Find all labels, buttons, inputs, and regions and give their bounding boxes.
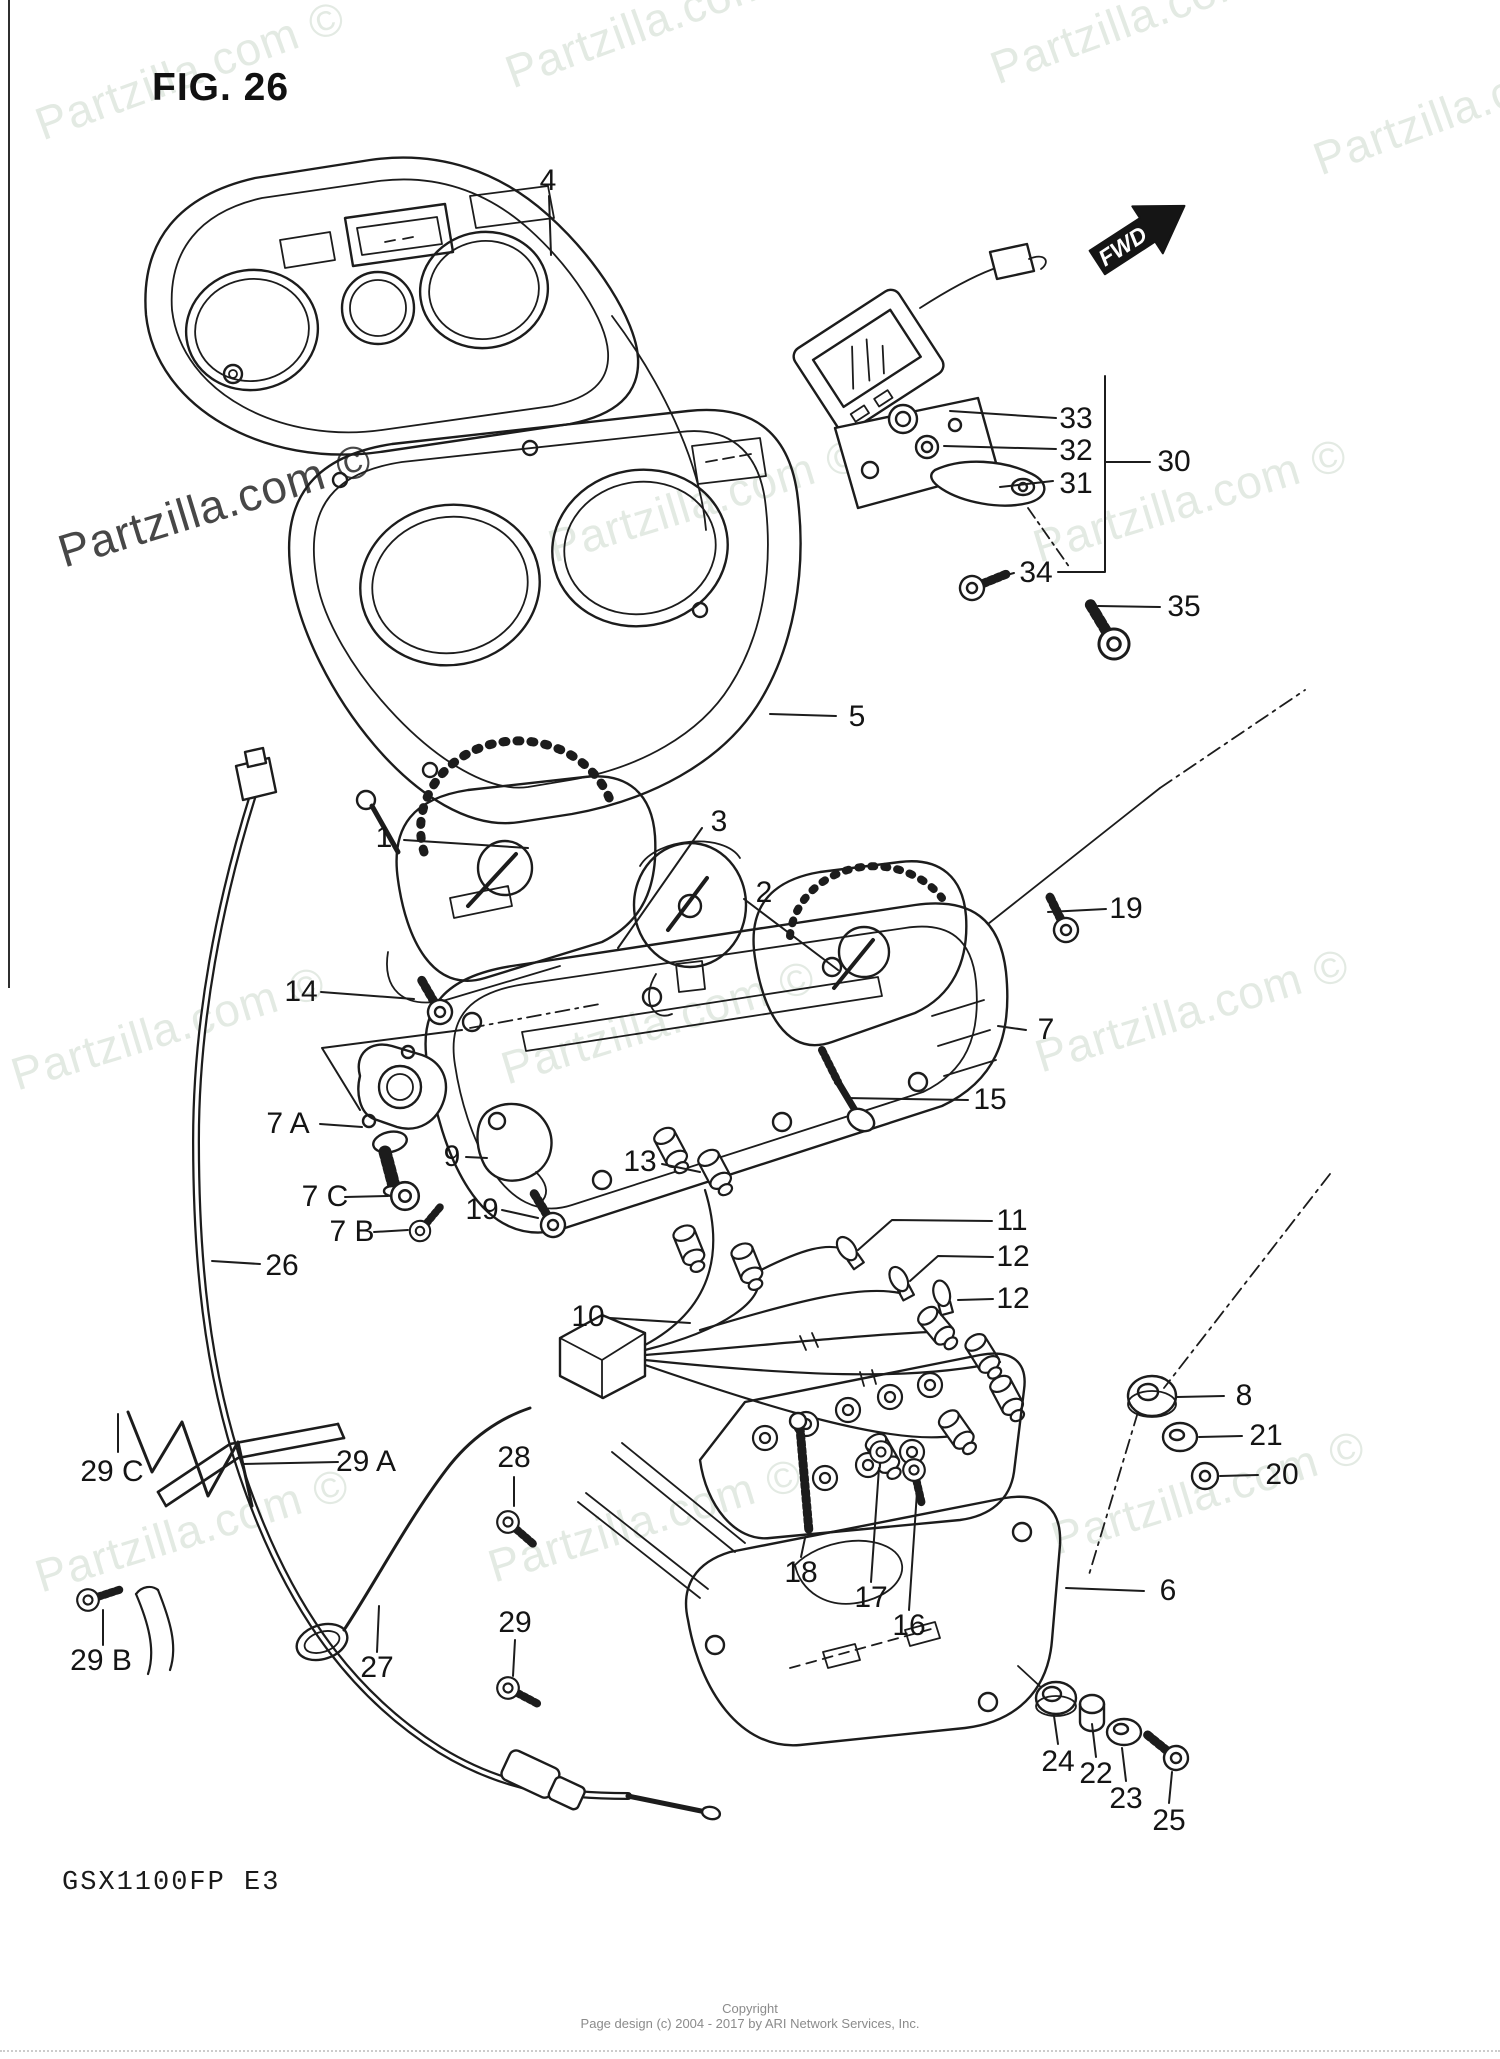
part-29a-band — [156, 1422, 346, 1508]
footer-design-credit: Page design (c) 2004 - 2017 by ARI Netwo… — [580, 2015, 920, 2031]
part-label-14[interactable]: 14 — [284, 975, 318, 1008]
bottom-divider — [0, 2050, 1500, 2052]
part-label-17[interactable]: 17 — [854, 1581, 888, 1614]
part-1-speedometer — [355, 736, 657, 1004]
part-6-bracket — [577, 1442, 1062, 1747]
part-label-34[interactable]: 34 — [1019, 556, 1053, 589]
part-30-lcd-assembly — [792, 242, 1047, 510]
part-7-lower-case — [424, 902, 1009, 1234]
part-label-23[interactable]: 23 — [1109, 1782, 1143, 1815]
part-label-7-c[interactable]: 7 C — [301, 1180, 349, 1213]
part-29b-clip — [134, 1585, 175, 1676]
part-label-30[interactable]: 30 — [1157, 445, 1191, 478]
part-label-26[interactable]: 26 — [265, 1249, 299, 1282]
part-label-22[interactable]: 22 — [1079, 1757, 1113, 1790]
part-3-fuel-gauge — [632, 840, 748, 1017]
part-label-21[interactable]: 21 — [1249, 1419, 1283, 1452]
part-27-wire-guide — [295, 1406, 532, 1662]
part-label-25[interactable]: 25 — [1152, 1804, 1186, 1837]
part-label-7-a[interactable]: 7 A — [266, 1107, 310, 1140]
part-7a-bracket — [357, 1043, 448, 1198]
fasteners — [74, 562, 1220, 1775]
bulb-holder-plate — [698, 1352, 1026, 1540]
part-29c-clamp — [126, 1410, 254, 1508]
part-label-29[interactable]: 29 — [498, 1606, 532, 1639]
part-label-29-b[interactable]: 29 B — [70, 1644, 132, 1677]
part-4-upper-housing — [144, 156, 707, 531]
part-label-35[interactable]: 35 — [1167, 590, 1201, 623]
figure-title: FIG. 26 — [152, 66, 290, 109]
part-label-9[interactable]: 9 — [443, 1140, 461, 1173]
leader-lines — [102, 195, 1331, 1804]
part-label-19[interactable]: 19 — [465, 1193, 499, 1226]
part-label-12[interactable]: 12 — [996, 1240, 1030, 1273]
footer-copyright-line: Copyright — [722, 2001, 778, 2016]
page-left-border — [8, 0, 10, 988]
part-label-31[interactable]: 31 — [1059, 467, 1093, 500]
part-2-tachometer — [752, 860, 968, 1047]
part-label-29-c[interactable]: 29 C — [80, 1455, 144, 1488]
part-label-12[interactable]: 12 — [996, 1282, 1030, 1315]
part-label-20[interactable]: 20 — [1265, 1458, 1299, 1491]
part-label-15[interactable]: 15 — [973, 1083, 1007, 1116]
part-label-7[interactable]: 7 — [1037, 1013, 1055, 1046]
part-label-19[interactable]: 19 — [1109, 892, 1143, 925]
part-26-speedometer-cable — [192, 746, 722, 1821]
part-label-11[interactable]: 11 — [996, 1204, 1028, 1237]
part-label-28[interactable]: 28 — [497, 1441, 531, 1474]
part-label-8[interactable]: 8 — [1235, 1379, 1253, 1412]
part-label-29-a[interactable]: 29 A — [335, 1445, 397, 1478]
part-label-16[interactable]: 16 — [892, 1609, 926, 1642]
part-label-1[interactable]: 1 — [375, 821, 393, 854]
page-footer: Copyright Page design (c) 2004 - 2017 by… — [0, 2001, 1500, 2032]
part-label-4[interactable]: 4 — [539, 164, 557, 197]
part-label-24[interactable]: 24 — [1041, 1745, 1075, 1778]
part-label-5[interactable]: 5 — [848, 700, 866, 733]
part-9-cover — [476, 1102, 553, 1201]
part-label-32[interactable]: 32 — [1059, 434, 1093, 467]
part-label-3[interactable]: 3 — [710, 805, 728, 838]
part-label-33[interactable]: 33 — [1059, 402, 1093, 435]
part-label-13[interactable]: 13 — [623, 1145, 657, 1178]
part-label-7-b[interactable]: 7 B — [329, 1215, 375, 1248]
model-code: GSX1100FP E3 — [62, 1868, 281, 1898]
part-label-2[interactable]: 2 — [755, 876, 773, 909]
part-5-meter-panel — [287, 408, 802, 825]
part-label-18[interactable]: 18 — [784, 1556, 818, 1589]
part-label-6[interactable]: 6 — [1159, 1574, 1177, 1607]
part-label-27[interactable]: 27 — [360, 1651, 394, 1684]
part-10-wiring-harness — [558, 1123, 1031, 1485]
part-label-10[interactable]: 10 — [571, 1300, 605, 1333]
